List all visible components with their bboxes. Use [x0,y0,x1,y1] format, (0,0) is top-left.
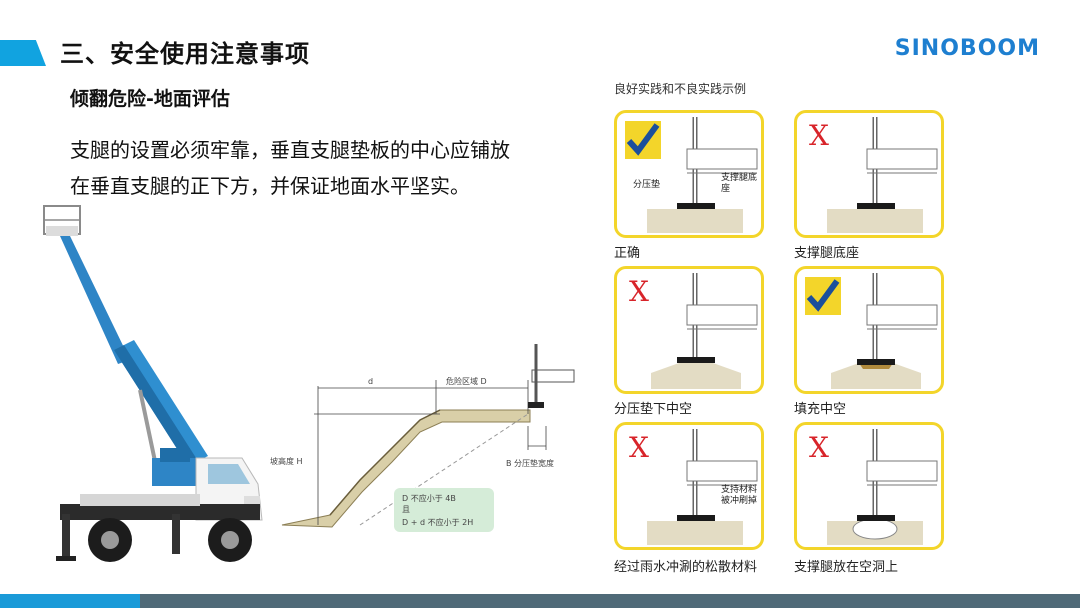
example-panel [794,266,944,394]
example-label: 分压垫下中空 [614,402,693,417]
note-line-2: 且 [402,505,410,514]
body-line-1: 支腿的设置必须牢靠，垂直支腿垫板的中心应铺放 [70,138,510,162]
label-pad-width: B 分压垫宽度 [506,458,554,468]
slope-distance-diagram: d 危险区域 D 坡高度 H B 分压垫宽度 D 不应小于 4B 且 D + d… [270,344,575,532]
footer-bar [0,594,1080,608]
x-mark-icon: X [629,275,649,308]
examples-caption: 良好实践和不良实践示例 [614,82,747,96]
footer-accent [0,594,140,608]
outrigger-illustration [651,273,758,389]
body-paragraph: 支腿的设置必须牢靠，垂直支腿垫板的中心应铺放 在垂直支腿的正下方，并保证地面水平… [70,132,590,204]
example-panel: X [794,422,944,550]
x-mark-icon: X [629,431,649,464]
aerial-work-truck-illustration [43,205,263,562]
example-label: 支撑腿底座 [794,246,860,261]
example-label: 支撑腿放在空洞上 [794,560,899,575]
callout-left: 分压垫 [633,180,661,190]
callout-right: 支持材料被冲刷掉 [721,485,758,506]
brand-logo: SINOBOOM [894,36,1040,61]
label-d: d [368,377,373,386]
outrigger-illustration [827,429,938,545]
title-accent-bar [0,40,46,66]
note-line-1: D 不应小于 4B [402,493,456,503]
label-danger-zone: 危险区域 D [446,376,487,386]
page-title: 三、安全使用注意事项 [60,40,310,68]
section-subtitle: 倾翻危险-地面评估 [70,88,230,110]
example-panel: X [794,110,944,238]
x-mark-icon: X [809,431,829,464]
example-panel: 分压垫 支撑腿底座 [614,110,764,238]
example-label: 正确 [614,246,641,261]
check-icon [805,277,841,315]
outrigger-illustration [647,429,758,545]
check-icon [625,121,661,159]
outrigger-illustration [647,117,758,233]
outrigger-illustration [831,273,938,389]
x-mark-icon: X [809,119,829,152]
outrigger-illustration [827,117,938,233]
body-line-2: 在垂直支腿的正下方，并保证地面水平坚实。 [70,174,470,198]
example-label: 填充中空 [794,402,847,417]
note-line-3: D + d 不应小于 2H [402,517,473,527]
example-panel: X 支持材料被冲刷掉 [614,422,764,550]
example-panel: X [614,266,764,394]
callout-right: 支撑腿底座 [721,173,758,194]
label-slope-height: 坡高度 H [270,456,303,466]
example-label: 经过雨水冲涮的松散材料 [614,560,758,575]
